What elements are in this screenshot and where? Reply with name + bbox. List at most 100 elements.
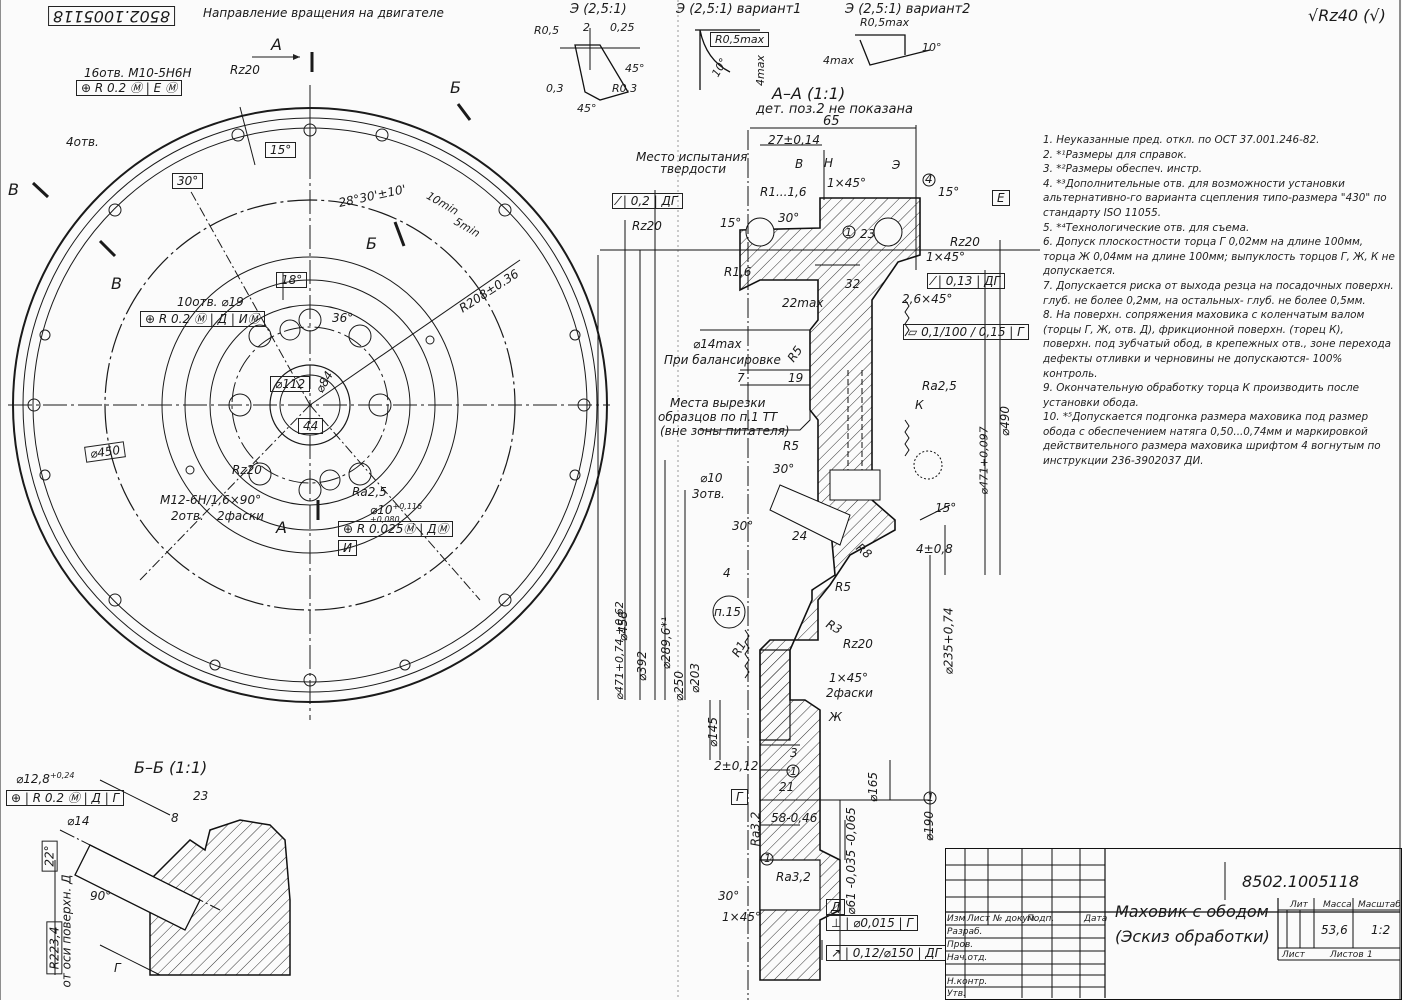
- sec-mark1c: 1: [927, 791, 934, 804]
- e-d2: 2: [583, 21, 590, 34]
- sec-v: В: [795, 157, 804, 171]
- sec-cut-place2: образцов по п.1 ТТ: [658, 410, 778, 424]
- fcf-16: ⊕ R 0.2 Ⓜ | Е Ⓜ: [76, 80, 183, 96]
- d10-front: ⌀10+0,116+0,080: [370, 502, 423, 524]
- sec-cut-place: Места вырезки: [670, 396, 766, 410]
- tb-col-sign: Подп.: [1027, 914, 1055, 924]
- rz-top: Rz20: [230, 63, 260, 77]
- bb-d14: ⌀14: [67, 814, 90, 828]
- dim-44: 44: [298, 418, 324, 434]
- section-bb-title: Б–Б (1:1): [134, 758, 208, 777]
- sec-d27: 27±0,14: [768, 133, 821, 147]
- sec-d145: ⌀145: [706, 716, 721, 748]
- sec-r116: R1...1,6: [760, 185, 807, 199]
- angle-15: 15°: [265, 142, 297, 158]
- sec-mark1d: 1: [764, 852, 771, 865]
- note-7: 7. Допускается риска от выхода резца на …: [1043, 279, 1394, 307]
- bb-d90: 90°: [90, 889, 112, 903]
- sec-ra25: Ra2,5: [922, 379, 957, 393]
- note-4: 4. *³Дополнительные отв. для возможности…: [1043, 177, 1387, 219]
- cut-b-mid: Б: [366, 234, 377, 253]
- sec-1x45c: 1×45°: [829, 671, 868, 685]
- sec-22max: 22max: [782, 296, 824, 310]
- sec-30c: 30°: [732, 519, 754, 533]
- section-aa-note: дет. поз.2 не показана: [756, 102, 913, 117]
- tb-title-2: (Эскиз обработки): [1115, 927, 1270, 946]
- sec-datum-e: Е: [992, 190, 1010, 206]
- sec-balance: При балансировке: [664, 353, 781, 367]
- detail-e-title: Э (2,5:1): [570, 2, 627, 17]
- tb-mass: 53,6: [1321, 923, 1348, 937]
- sec-d2: 2±0,12: [714, 759, 759, 773]
- sec-d490: ⌀490: [998, 405, 1013, 437]
- sec-test-place: Место испытания: [636, 150, 748, 164]
- tb-sheet: Лист: [1282, 950, 1305, 960]
- sec-datum-d: Д: [826, 899, 846, 915]
- note-6: 6. Допуск плоскостности торца Г 0,02мм н…: [1043, 236, 1395, 278]
- sec-30b: 30°: [773, 462, 795, 476]
- sec-1x45d: 1×45°: [722, 910, 761, 924]
- sec-1x45b: 1×45°: [926, 250, 965, 264]
- bb-d8: 8: [171, 811, 179, 825]
- tb-doc-number: 8502.1005118: [1242, 872, 1360, 891]
- section-aa-title: А–А (1:1): [772, 84, 846, 103]
- note-3: 3. *²Размеры обеспеч. инстр.: [1043, 163, 1203, 176]
- e-45a: 45°: [625, 62, 645, 75]
- e-v2-4max: 4max: [823, 54, 854, 67]
- e-45b: 45°: [577, 102, 597, 115]
- four-holes: 4отв.: [66, 135, 99, 149]
- sec-d235: ⌀235+0,74: [941, 607, 956, 675]
- bb-g: Г: [114, 961, 121, 975]
- bb-d23: 23: [193, 789, 209, 803]
- tb-role-utv: Утв.: [947, 989, 966, 999]
- sec-1x45a: 1×45°: [827, 176, 866, 190]
- e-r03: R0,3: [612, 82, 638, 95]
- tb-title-1: Маховик с ободом: [1115, 902, 1269, 921]
- technical-notes: 1. Неуказанные пред. откл. по ОСТ 37.001…: [1043, 133, 1395, 469]
- sec-ra32a: Ra3,2: [748, 811, 763, 847]
- cut-a-top: А: [271, 35, 282, 54]
- sec-d458: ⌀458: [616, 610, 631, 642]
- sec-holes3: 3отв.: [692, 487, 725, 501]
- title-block-grid: [945, 848, 1400, 998]
- sec-r5b: R5: [783, 439, 799, 453]
- sec-fcf-0015: ⊥ | ⌀0,015 | Г: [826, 915, 919, 931]
- tb-col-doc: № докум.: [993, 914, 1038, 924]
- stamp-number: 8502.1005118: [48, 6, 176, 26]
- sec-d3: 3: [790, 746, 798, 760]
- cut-a-bottom: А: [276, 518, 287, 537]
- section-bb: [54, 779, 291, 976]
- two-holes: 2отв.: [171, 509, 204, 523]
- roughness-general: √Rz40 (√): [1308, 6, 1386, 25]
- sec-fcf-flat: ⏥ 0,1/100 / 0,15 | Г: [903, 324, 1029, 340]
- ra25-front: Ra2,5: [352, 485, 387, 499]
- sec-datum-g: Г: [731, 789, 748, 805]
- angle-30: 30°: [172, 173, 204, 189]
- sec-r16: R1,6: [724, 265, 752, 279]
- fcf-10: ⊕ R 0.2 Ⓜ | Д | ИⓂ: [140, 311, 265, 327]
- rz-bottom: Rz20: [232, 463, 262, 477]
- sec-d65: 65: [823, 114, 840, 129]
- tb-col-list: Лист: [967, 914, 990, 924]
- sec-d61: ⌀61 -0,035 -0,065: [843, 807, 858, 915]
- note-1: 1. Неуказанные пред. откл. по ОСТ 37.001…: [1043, 134, 1320, 146]
- detail-e-views: [560, 28, 931, 101]
- sec-fcf-013: ⁄ | 0,13 | ДГ: [927, 273, 1006, 289]
- two-chamfers: 2фаски: [217, 509, 264, 523]
- detail-e-v1-title: Э (2,5:1) вариант1: [676, 2, 802, 17]
- section-aa: [597, 125, 1040, 1000]
- sec-d203: ⌀203: [688, 662, 703, 694]
- tb-role-nach: Нач.отд.: [947, 953, 988, 963]
- e-d03: 0,3: [546, 82, 564, 95]
- tb-sheets-count: 1: [1367, 950, 1373, 960]
- tb-role-nkontr: Н.контр.: [947, 977, 988, 987]
- tb-sheets: Листов: [1330, 950, 1364, 960]
- holes-10-label: 10отв. ⌀19: [177, 295, 244, 309]
- sec-mark1a: 1: [845, 226, 852, 239]
- sec-d250: ⌀250: [672, 670, 687, 702]
- sec-mark4: 4: [925, 172, 933, 186]
- sec-d392: ⌀392: [635, 650, 650, 682]
- sec-p15: п.15: [714, 605, 741, 619]
- e-r05: R0,5: [534, 24, 560, 37]
- tb-scale-label: Масштаб: [1358, 900, 1401, 910]
